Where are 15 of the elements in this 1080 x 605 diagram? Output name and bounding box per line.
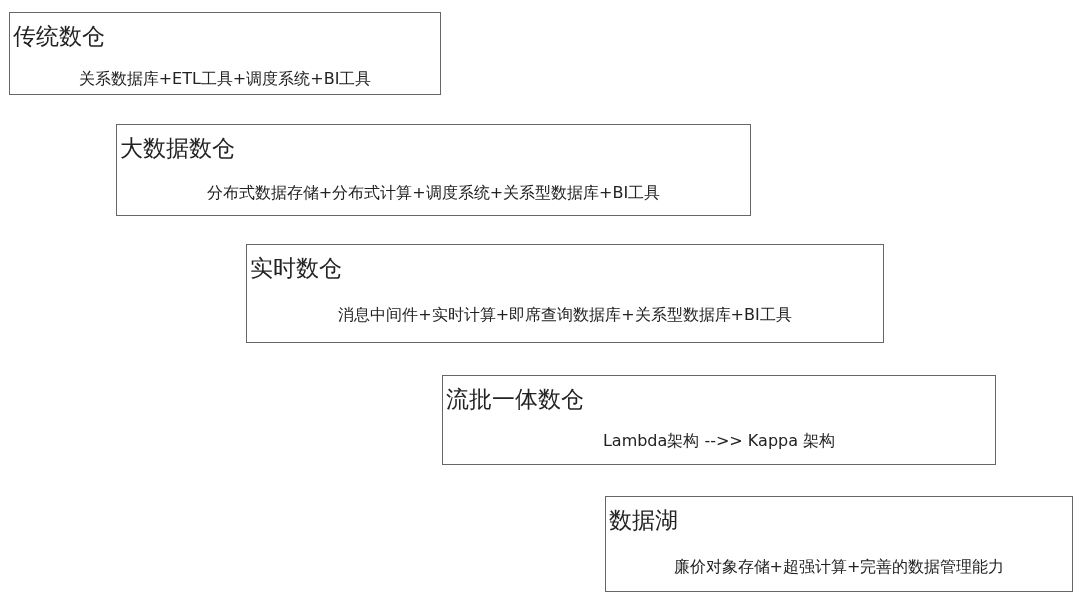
stage-title: 实时数仓 xyxy=(250,254,342,283)
stage-description: 分布式数据存储+分布式计算+调度系统+关系型数据库+BI工具 xyxy=(205,183,662,204)
stage-description: 消息中间件+实时计算+即席查询数据库+关系型数据库+BI工具 xyxy=(337,305,793,326)
stage-title: 数据湖 xyxy=(609,506,678,535)
stage-title: 流批一体数仓 xyxy=(446,385,584,414)
stage-box xyxy=(246,244,884,343)
stage-title: 大数据数仓 xyxy=(120,134,235,163)
stage-box xyxy=(116,124,751,216)
stage-description: 关系数据库+ETL工具+调度系统+BI工具 xyxy=(77,69,373,90)
stage-title: 传统数仓 xyxy=(13,22,105,51)
stage-box xyxy=(9,12,441,95)
stage-box xyxy=(442,375,996,465)
stage-box xyxy=(605,496,1073,592)
stage-description: Lambda架构 -->> Kappa 架构 xyxy=(601,431,837,452)
stage-description: 廉价对象存储+超强计算+完善的数据管理能力 xyxy=(672,557,1006,578)
